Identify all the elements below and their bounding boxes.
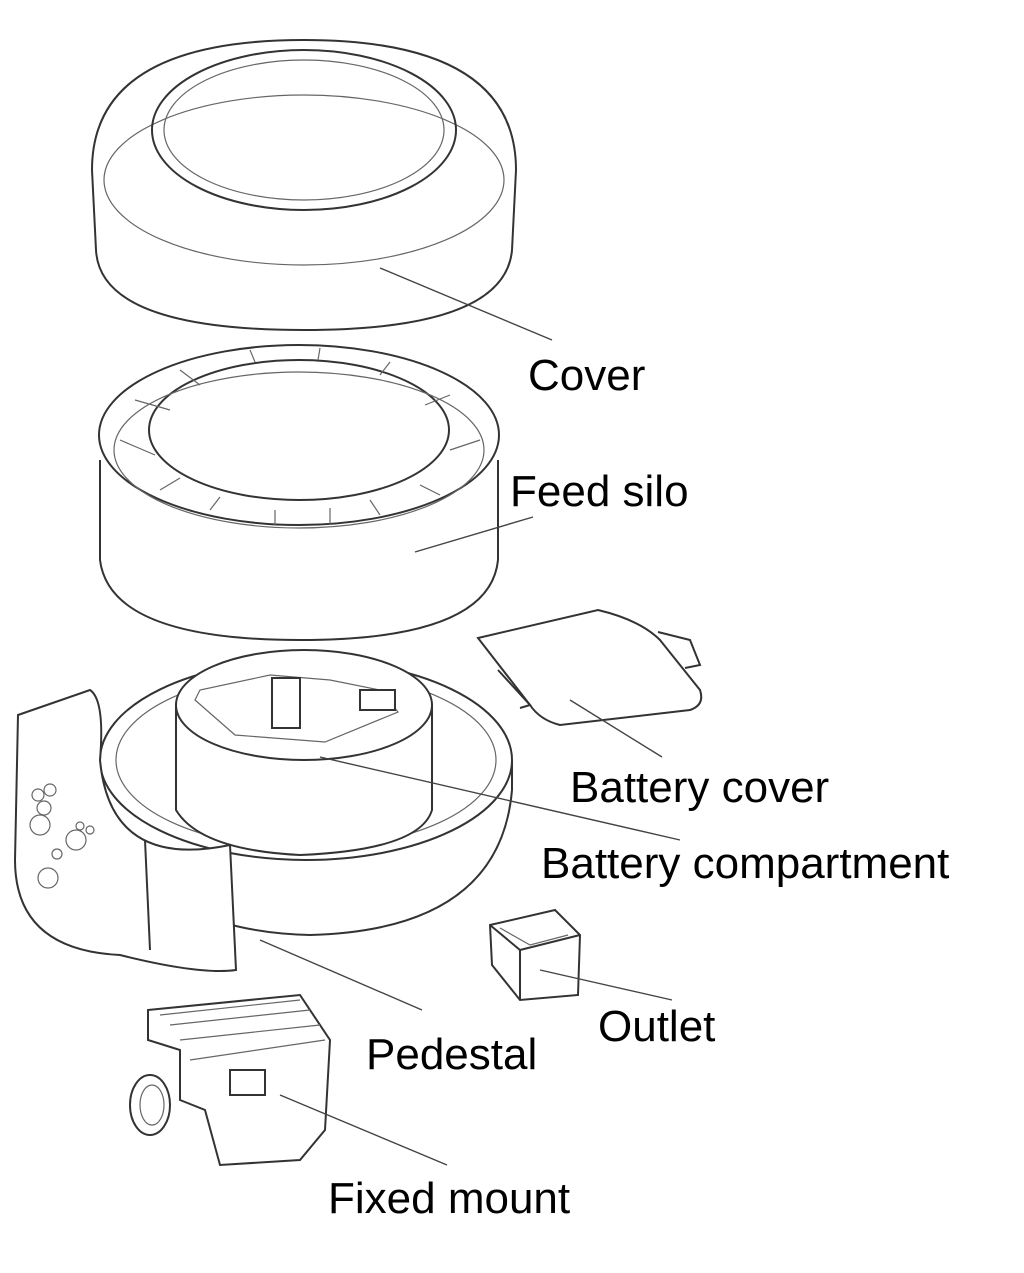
label-cover: Cover	[528, 351, 646, 400]
label-pedestal: Pedestal	[366, 1030, 538, 1079]
feed-silo-part	[98, 344, 500, 642]
label-outlet: Outlet	[598, 1002, 716, 1051]
outlet-leader	[539, 969, 673, 1001]
battery-compartment-leader	[319, 756, 681, 841]
label-fixed-mount: Fixed mount	[328, 1174, 571, 1223]
fixed-mount-leader	[279, 1094, 448, 1166]
pedestal-part	[13, 649, 513, 972]
outlet-part	[488, 908, 582, 1002]
pedestal-leader	[259, 939, 423, 1011]
battery-cover-part	[476, 608, 703, 727]
battery-cover-leader	[569, 699, 663, 758]
label-feed-silo: Feed silo	[510, 467, 689, 516]
cover-part	[90, 38, 518, 332]
label-battery-compartment: Battery compartment	[541, 839, 950, 888]
cover-leader	[379, 267, 553, 341]
label-battery-cover: Battery cover	[570, 763, 830, 812]
fixed-mount-part	[129, 993, 332, 1167]
feed-silo-leader	[414, 516, 534, 553]
